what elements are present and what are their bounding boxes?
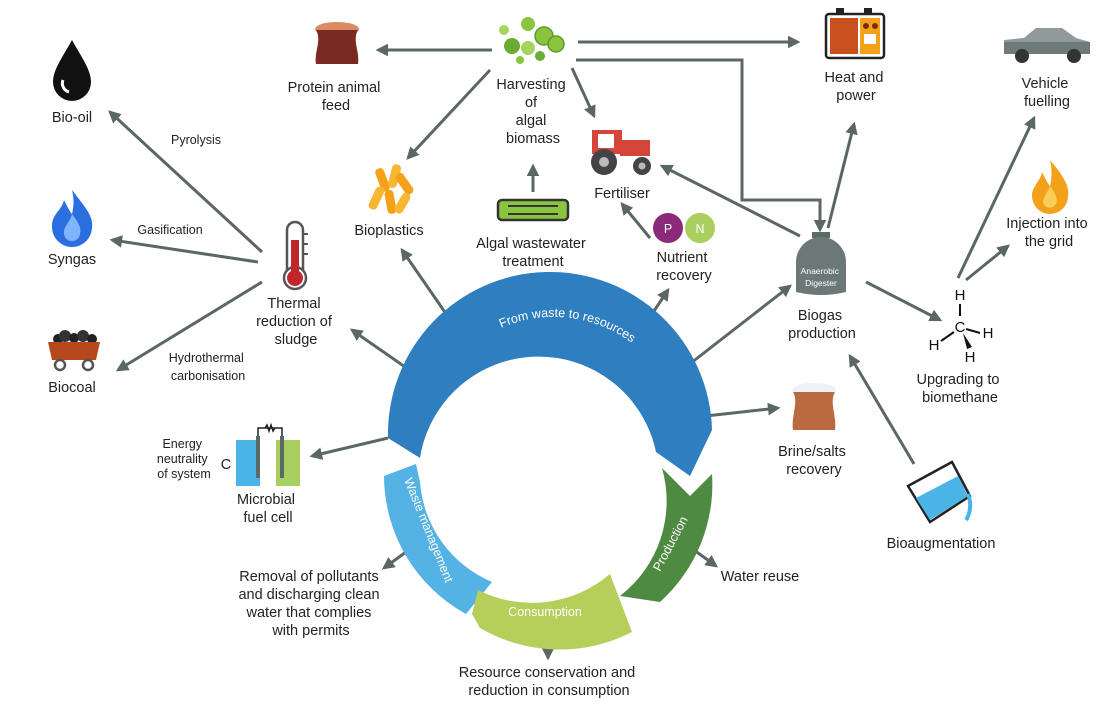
label-nutrient-recovery: Nutrient recovery	[656, 250, 712, 284]
oil-drop-shine	[60, 79, 70, 94]
anaerobic-digester-icon	[796, 232, 846, 295]
phosphorus-symbol: P	[664, 222, 672, 236]
methane-hydrogen-right: H	[983, 325, 994, 342]
arrow-digester-to-heat	[826, 121, 858, 229]
algae-cells-icon	[499, 17, 565, 64]
protein-feed-sack-icon	[315, 22, 359, 64]
ring-segment-waste-management	[384, 464, 492, 614]
arrow-nutrient-to-fertiliser	[620, 202, 652, 239]
algal-reactor-icon	[496, 198, 570, 222]
arrow-to-injection	[965, 244, 1010, 282]
arrow-to-upgrading	[865, 280, 943, 322]
label-biocoal: Biocoal	[48, 380, 96, 396]
arrow-to-water-reuse	[693, 548, 719, 568]
ring-label-consumption: Consumption	[508, 605, 582, 619]
label-bio-oil: Bio-oil	[52, 110, 92, 126]
label-biogas-production: Biogas production	[788, 308, 856, 342]
label-algal-treatment: Algal wastewater treatment	[476, 236, 590, 270]
methane-hydrogen-top: H	[955, 287, 966, 304]
gas-flame-icon	[51, 190, 93, 248]
label-microbial-fuel-cell: Microbial fuel cell	[237, 492, 299, 526]
label-syngas: Syngas	[48, 252, 96, 268]
nitrogen-icon	[685, 213, 715, 243]
label-brine-recovery: Brine/salts recovery	[778, 444, 850, 478]
bioaugmentation-jug-icon	[906, 460, 973, 524]
ring-segment-production	[620, 468, 713, 602]
bioplastic-pellets-icon	[368, 164, 414, 214]
label-thermal-reduction: Thermal reduction of sludge	[256, 296, 336, 348]
label-bioaugmentation: Bioaugmentation	[887, 536, 996, 552]
label-removal-pollutants: Removal of pollutants and discharging cl…	[238, 569, 383, 639]
coal-cart-icon	[48, 330, 100, 372]
arrow-harvest-to-fertiliser	[570, 67, 596, 119]
ring-segment-from-waste	[387, 271, 712, 476]
label-energy-neutrality: Energy neutrality of system	[157, 437, 211, 481]
methane-hydrogen-bottom: H	[965, 349, 976, 366]
methane-hydrogen-left: H	[929, 337, 940, 354]
arrow-to-syngas	[109, 235, 259, 264]
arrow-digester-to-fertiliser	[659, 164, 801, 238]
methane-molecule-icon	[940, 304, 981, 349]
resource-cycle-ring: From waste to resources Waste management…	[384, 271, 713, 650]
label-water-reuse: Water reuse	[721, 569, 799, 585]
energy-cycle-symbol: C	[221, 457, 231, 473]
arrow-to-biocoal	[115, 280, 263, 372]
arrow-harvest-to-digester	[576, 58, 827, 233]
arrow-bioaugmentation-to-biogas	[848, 353, 916, 465]
arrow-to-removal	[381, 550, 407, 570]
nutrient-icons: P N	[653, 213, 715, 243]
label-pyrolysis: Pyrolysis	[171, 133, 221, 147]
arrow-to-microbial	[309, 436, 389, 460]
label-harvesting: Harvesting of algal biomass	[496, 77, 569, 147]
label-bioplastics: Bioplastics	[354, 223, 423, 239]
methane-carbon: C	[955, 319, 966, 336]
label-resource-conservation: Resource conservation and reduction in c…	[459, 665, 640, 699]
ring-segment-consumption	[472, 574, 632, 650]
arrow-to-brine	[705, 402, 781, 418]
label-protein-feed: Protein animal feed	[288, 80, 385, 114]
grid-flame-icon	[1032, 160, 1069, 214]
arrow-to-vehicle	[956, 115, 1036, 279]
brine-salt-sack-icon	[792, 383, 836, 430]
label-fertiliser: Fertiliser	[594, 186, 650, 202]
arrow-harvest-to-bioplastics	[406, 68, 492, 160]
oil-drop-icon	[53, 40, 91, 101]
label-upgrading-biomethane: Upgrading to biomethane	[916, 372, 1003, 406]
tractor-icon	[591, 130, 651, 175]
generator-icon	[824, 8, 886, 60]
nitrogen-symbol: N	[695, 222, 704, 236]
thermometer-icon	[282, 220, 308, 291]
label-gasification: Gasification	[137, 223, 202, 237]
vehicle-icon	[1004, 28, 1090, 63]
arrow-to-bio-oil	[108, 110, 264, 254]
label-heat-power: Heat and power	[825, 70, 888, 104]
label-hydrothermal: Hydrothermal carbonisation	[169, 351, 248, 383]
digester-label: Anaerobic Digester	[801, 266, 842, 288]
phosphorus-icon	[653, 213, 683, 243]
microbial-fuel-cell-icon	[236, 422, 300, 486]
label-injection-grid: Injection into the grid	[1006, 216, 1091, 250]
arrow-to-digester	[681, 284, 792, 372]
label-vehicle-fuelling: Vehicle fuelling	[1022, 76, 1073, 110]
